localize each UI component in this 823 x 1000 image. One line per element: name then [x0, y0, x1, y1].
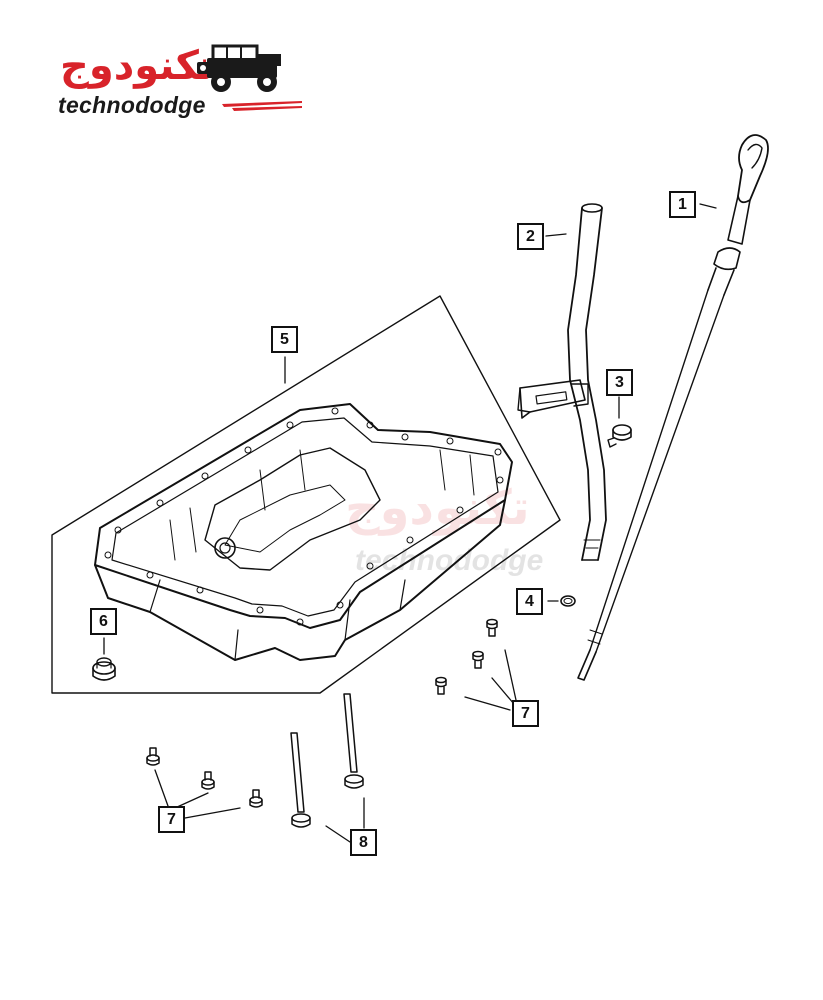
callout-3: 3	[606, 369, 633, 396]
callout-2: 2	[517, 223, 544, 250]
long-bolts	[290, 693, 364, 828]
pan-bolts-left	[146, 747, 263, 808]
logo-swoosh	[222, 101, 302, 111]
pan-bolts-right	[435, 618, 498, 695]
callout-4: 4	[516, 588, 543, 615]
callout-6: 6	[90, 608, 117, 635]
jeep-icon	[197, 44, 281, 92]
oil-pan	[94, 403, 513, 661]
dipstick-tube	[517, 203, 607, 561]
callout-7b: 7	[158, 806, 185, 833]
callout-1: 1	[669, 191, 696, 218]
leader-lines	[103, 203, 717, 843]
dipstick	[577, 134, 769, 681]
brand-name-arabic: تكنودوج	[60, 43, 214, 89]
oil-pan-group-outline	[51, 295, 561, 694]
callout-7a: 7	[512, 700, 539, 727]
o-ring	[560, 595, 576, 607]
callout-5: 5	[271, 326, 298, 353]
tube-bolt	[607, 424, 632, 448]
brand-logo: تكنودوج technododge	[50, 40, 310, 120]
brand-name-latin: technododge	[58, 92, 206, 118]
drain-plug	[92, 657, 116, 681]
callout-8: 8	[350, 829, 377, 856]
